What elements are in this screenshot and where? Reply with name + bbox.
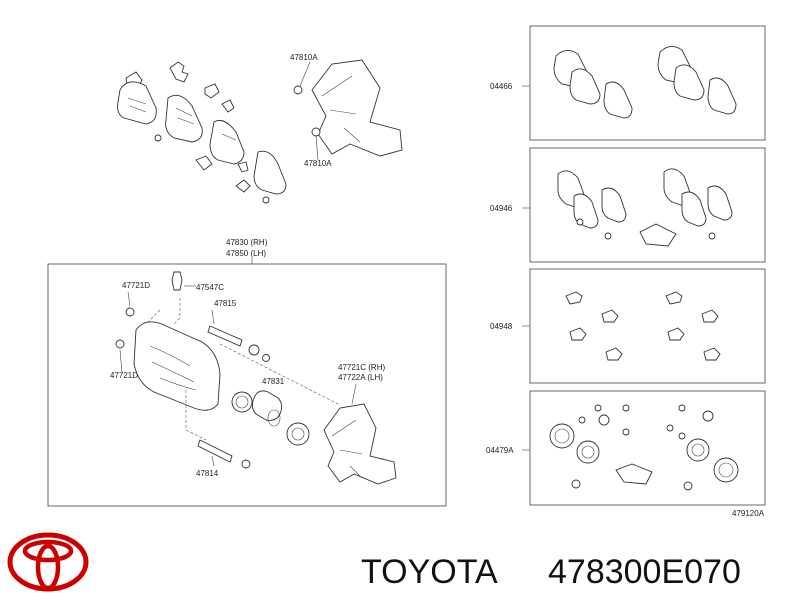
label-47810a-top: 47810A — [290, 53, 318, 62]
label-47831: 47831 — [262, 377, 285, 386]
mounting-bracket-top — [293, 59, 403, 161]
pads-group-top — [117, 61, 287, 204]
caliper-parts — [115, 271, 397, 485]
label-kit-04466: 04466 — [490, 82, 513, 91]
label-47721c: 47721C (RH) — [338, 363, 385, 372]
label-kit-04948: 04948 — [490, 322, 513, 331]
toyota-logo-icon — [7, 532, 89, 592]
kit-04479a-seals — [549, 404, 739, 491]
label-47722a: 47722A (LH) — [338, 373, 383, 382]
brand-name: TOYOTA — [361, 553, 498, 591]
label-47721d-top: 47721D — [122, 281, 150, 290]
label-47810a-bottom: 47810A — [304, 159, 332, 168]
kit-04948-clips — [565, 291, 721, 361]
kit-04466-pads — [553, 46, 737, 119]
kit-box-04466 — [529, 25, 766, 141]
label-47814: 47814 — [196, 469, 219, 478]
part-number: 478300E070 — [548, 553, 741, 591]
kit-box-04948 — [529, 268, 766, 384]
kit-box-04479a — [529, 390, 766, 506]
label-47850: 47850 (LH) — [226, 249, 266, 258]
label-kit-04479a: 04479A — [486, 446, 514, 455]
caliper-assembly-box — [47, 263, 447, 507]
label-47721d-bottom: 47721D — [110, 371, 138, 380]
label-47815: 47815 — [214, 299, 237, 308]
label-kit-04946: 04946 — [490, 204, 513, 213]
figure-code: 479120A — [732, 509, 765, 518]
kit-04946-shims — [557, 168, 733, 247]
label-47547c: 47547C — [196, 283, 224, 292]
label-47830: 47830 (RH) — [226, 238, 268, 247]
kit-box-04946 — [529, 147, 766, 263]
